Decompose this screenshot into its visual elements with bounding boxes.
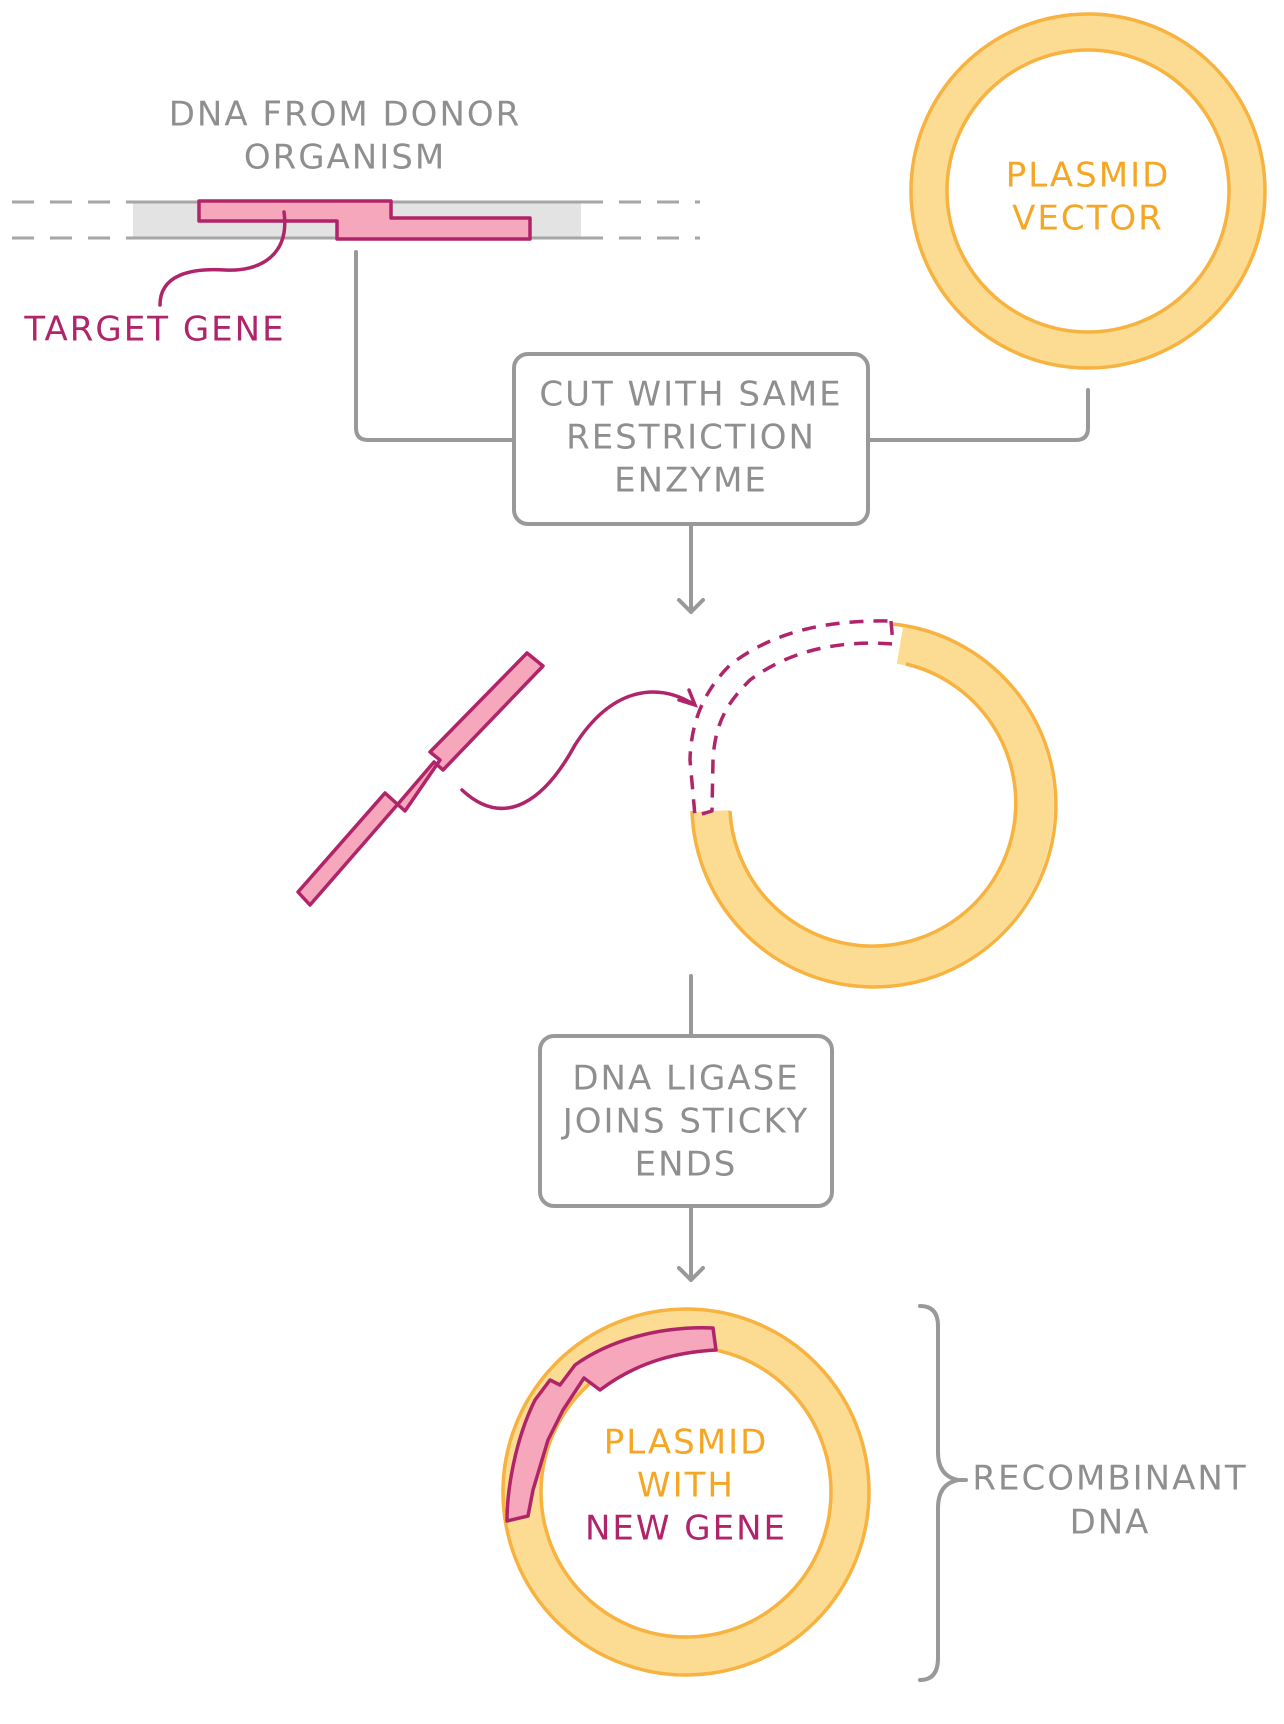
step1-label-line2: RESTRICTION <box>566 418 816 458</box>
donor-dna-strand <box>12 199 700 241</box>
target-gene-label: TARGET GENE <box>23 310 285 350</box>
target-gene-pointer <box>158 210 287 307</box>
plasmid-vector <box>909 12 1267 370</box>
step2-label-line3: ENDS <box>635 1145 738 1185</box>
step1-label-line3: ENZYME <box>614 461 768 501</box>
result-label-line2: WITH <box>637 1466 735 1506</box>
recombinant-label-line2: DNA <box>1070 1503 1151 1543</box>
plasmid-vector-outer-edge <box>909 12 1267 370</box>
step2-label-line1: DNA LIGASE <box>572 1059 799 1099</box>
inserted-gene <box>505 1326 718 1523</box>
result-label-line3: NEW GENE <box>585 1509 787 1549</box>
open-plasmid <box>688 619 1058 989</box>
recombinant-plasmid-outer-edge <box>501 1307 871 1677</box>
plasmid-vector-label-line1: PLASMID <box>1006 156 1171 196</box>
result-label-line1: PLASMID <box>604 1423 769 1463</box>
donor-dna-label-line2: ORGANISM <box>244 138 446 178</box>
gene-insertion-arrow <box>460 688 698 810</box>
arrow-step1-down <box>677 524 705 614</box>
arrow-step2-down <box>677 1206 705 1282</box>
target-gene-segment <box>197 199 532 241</box>
open-plasmid-ring <box>692 626 1054 986</box>
gene-insertion-slot <box>688 619 895 818</box>
recombinant-brace <box>918 1304 960 1682</box>
plasmid-vector-label-line2: VECTOR <box>1012 199 1164 239</box>
step2-box <box>538 1034 834 1208</box>
open-plasmid-inner-edge <box>728 662 1018 948</box>
cut-gene-fragment <box>296 651 545 907</box>
step2-label-line2: JOINS STICKY <box>561 1102 810 1142</box>
connector-plasmid-to-step1 <box>866 388 1090 442</box>
open-plasmid-outer-edge <box>690 622 1058 989</box>
step1-label-line1: CUT WITH SAME <box>539 375 842 415</box>
recombinant-plasmid <box>501 1307 871 1677</box>
plasmid-vector-ring <box>911 14 1265 368</box>
recombinant-label-line1: RECOMBINANT <box>972 1459 1247 1499</box>
plasmid-vector-inner-edge <box>945 48 1231 334</box>
connector-donor-to-step1 <box>354 250 516 442</box>
donor-dna-label-line1: DNA FROM DONOR <box>169 95 522 135</box>
